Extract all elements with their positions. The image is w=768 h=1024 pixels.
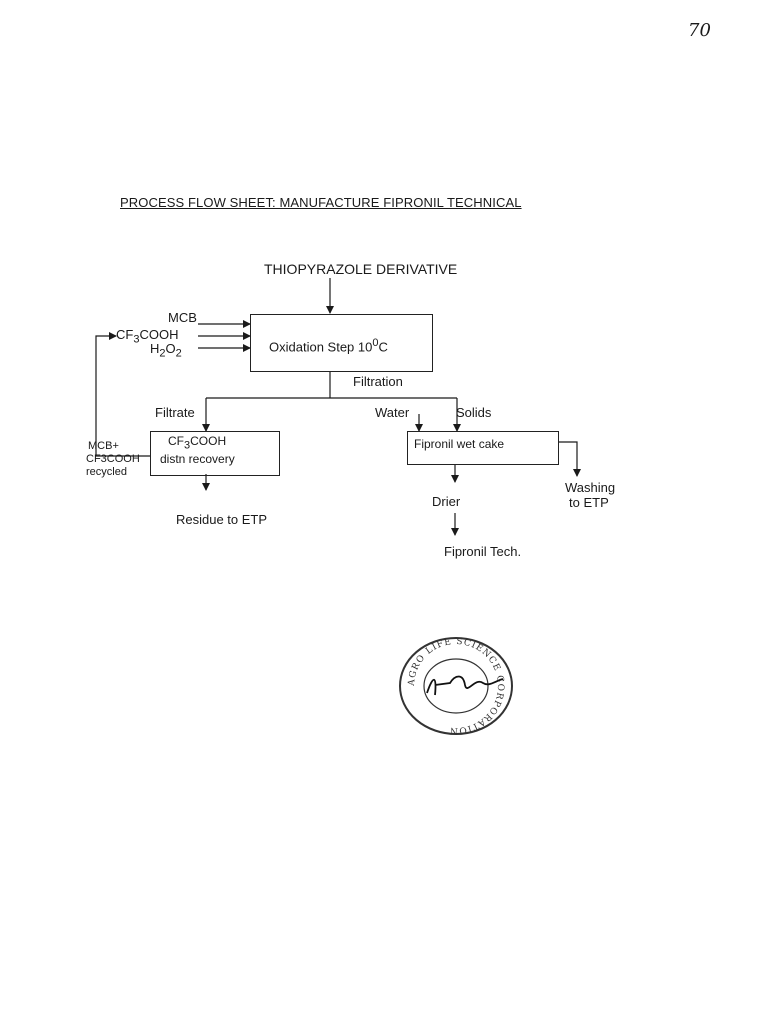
company-seal: AGRO LIFE SCIENCE CORPORATION xyxy=(399,637,513,735)
washing-line1: Washing xyxy=(565,480,616,495)
page-number: 70 xyxy=(688,20,711,41)
reagent-h2o2: H2O2 xyxy=(150,341,182,360)
recycle-loop xyxy=(95,332,150,457)
recovery-line2: distn recovery xyxy=(160,452,235,466)
filtrate-label: Filtrate xyxy=(155,405,195,420)
wetcake-label: Fipronil wet cake xyxy=(414,437,505,451)
recycle-label-line3: recycled xyxy=(86,466,127,478)
drier-label: Drier xyxy=(432,494,461,509)
filtration-label: Filtration xyxy=(353,374,403,389)
seal-text: AGRO LIFE SCIENCE CORPORATION xyxy=(407,637,504,735)
reagent-cf3cooh: CF3COOH xyxy=(116,327,179,346)
signature xyxy=(426,675,504,696)
page-title: PROCESS FLOW SHEET: MANUFACTURE FIPRONIL… xyxy=(120,195,522,210)
water-label: Water xyxy=(375,405,410,420)
arrow-washing xyxy=(558,441,581,477)
recovery-line1: CF3COOH xyxy=(168,434,227,452)
svg-text:AGRO LIFE SCIENCE CORPORATION: AGRO LIFE SCIENCE CORPORATION xyxy=(407,637,505,735)
input-thiopyrazole: THIOPYRAZOLE DERIVATIVE xyxy=(264,261,458,277)
residue-label: Residue to ETP xyxy=(176,512,268,527)
washing-line2: to ETP xyxy=(569,495,609,510)
solids-label: Solids xyxy=(456,405,492,420)
recycle-label-line1: MCB+ xyxy=(88,440,119,452)
oxidation-step-label: Oxidation Step 100C xyxy=(269,337,388,355)
reagent-mcb: MCB xyxy=(168,310,197,325)
recycle-label-line2: CF3COOH xyxy=(86,453,140,465)
oxidation-step-box xyxy=(250,314,433,372)
product-label: Fipronil Tech. xyxy=(444,544,522,559)
wetcake-box xyxy=(407,431,559,465)
recovery-box xyxy=(150,431,280,476)
